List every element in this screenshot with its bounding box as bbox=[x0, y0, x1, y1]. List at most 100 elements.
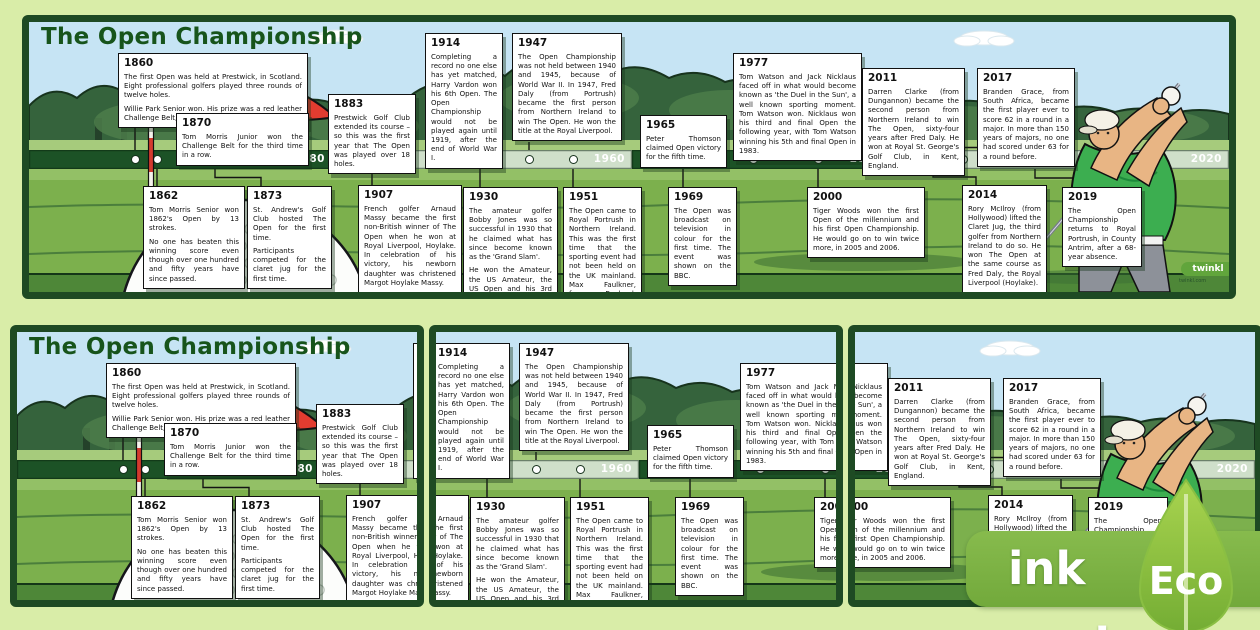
event-text: Tiger Woods won the first Open of the mi… bbox=[820, 516, 843, 562]
event-text: The Open came to Royal Portrush in North… bbox=[576, 516, 643, 607]
event-text: The first Open was held at Prestwick, in… bbox=[112, 382, 290, 410]
event-text: Tom Morris Junior won the Challenge Belt… bbox=[170, 442, 291, 470]
event-year: 2000 bbox=[853, 501, 869, 513]
event-year: 1969 bbox=[674, 191, 704, 203]
twinkl-logo: twinkl bbox=[1181, 262, 1229, 276]
eco-leaf-icon: Eco bbox=[1138, 478, 1234, 630]
event-year: 1930 bbox=[469, 191, 499, 203]
event-year: 2019 bbox=[1068, 191, 1098, 203]
event-text: St. Andrew's Golf Club hosted The Open f… bbox=[253, 205, 326, 242]
eco-label: Eco bbox=[1149, 559, 1224, 603]
event-text: The Open was broadcast on television in … bbox=[674, 206, 731, 280]
event-text: Peter Thomson claimed Open victory for t… bbox=[646, 134, 721, 162]
event-year: 1870 bbox=[170, 427, 200, 439]
timeline-poster: The Open Championship1880196020102020186… bbox=[29, 22, 1229, 292]
event-text: French golfer Arnaud Massy became the fi… bbox=[429, 514, 463, 597]
event-text: Tom Morris Senior won 1862's Open by 13 … bbox=[149, 205, 239, 233]
event-year: 1862 bbox=[137, 500, 167, 512]
event-text: The Open Championship returns to Royal P… bbox=[1068, 206, 1136, 262]
timeline-dot-1951 bbox=[568, 155, 578, 164]
timeline-dot-1951 bbox=[575, 465, 585, 474]
event-text: Participants competed for the claret jug… bbox=[241, 556, 314, 593]
event-text: Tom Watson and Jack Nicklaus faced off i… bbox=[746, 382, 843, 465]
poster-preview-page-1[interactable]: The Open Championship1880196020102020186… bbox=[10, 325, 424, 607]
poster-title: The Open Championship bbox=[29, 334, 351, 360]
event-text: The amateur golfer Bobby Jones was so su… bbox=[469, 206, 552, 262]
event-year: 1947 bbox=[518, 37, 548, 49]
timeline-dot-1860 bbox=[118, 465, 128, 474]
event-year: 1977 bbox=[746, 367, 776, 379]
event-text: Prestwick Golf Club extended its course … bbox=[334, 113, 410, 169]
event-text: Tiger Woods won the first Open of the mi… bbox=[848, 516, 945, 562]
event-year: 1947 bbox=[525, 347, 555, 359]
event-year: 1914 bbox=[438, 347, 468, 359]
event-year: 1951 bbox=[576, 501, 606, 513]
timeline-poster: The Open Championship1880196020102020186… bbox=[17, 332, 424, 600]
event-text: Peter Thomson claimed Open victory for t… bbox=[653, 444, 728, 472]
event-year: 1873 bbox=[241, 500, 271, 512]
event-year: 1883 bbox=[322, 408, 352, 420]
timeline-decade-label: 2020 bbox=[1190, 153, 1222, 165]
timeline-dot-2000 bbox=[848, 465, 849, 474]
timeline-dot-1947 bbox=[524, 155, 534, 164]
event-year: 2000 bbox=[820, 501, 842, 513]
event-year: 2000 bbox=[813, 191, 843, 203]
timeline-decade-label: 1960 bbox=[593, 153, 625, 165]
event-text: Branden Grace, from South Africa, became… bbox=[1009, 397, 1095, 471]
event-text: Tiger Woods won the first Open of the mi… bbox=[813, 206, 919, 252]
event-text: Tom Morris Junior won the Challenge Belt… bbox=[182, 132, 303, 160]
event-year: 1862 bbox=[149, 190, 179, 202]
event-text: The first Open was held at Prestwick, in… bbox=[124, 72, 302, 100]
twinkl-url: twinkl.com bbox=[1179, 278, 1207, 284]
ink-saving-label: ink saving bbox=[1008, 542, 1174, 630]
cloud-icon bbox=[979, 340, 1041, 357]
poster-preview-full[interactable]: The Open Championship1880196020102020186… bbox=[22, 15, 1236, 299]
event-year: 2011 bbox=[894, 382, 924, 394]
event-text: He won the Amateur, the US Amateur, the … bbox=[469, 266, 552, 299]
event-text: He won the Amateur, the US Amateur, the … bbox=[476, 576, 559, 603]
event-year: 2017 bbox=[1009, 382, 1039, 394]
event-year: 2019 bbox=[1094, 501, 1124, 513]
poster-preview-page-2[interactable]: The Open Championship1880196020102020186… bbox=[429, 325, 843, 607]
event-year: 2014 bbox=[994, 499, 1024, 511]
event-year: 1873 bbox=[253, 190, 283, 202]
event-year: 1907 bbox=[436, 499, 463, 513]
event-text: The Open Championship was not held betwe… bbox=[518, 52, 616, 135]
event-text: Tom Morris Senior won 1862's Open by 13 … bbox=[137, 515, 227, 543]
event-text: Branden Grace, from South Africa, became… bbox=[983, 87, 1069, 161]
event-text: French golfer Arnaud Massy became the fi… bbox=[352, 514, 424, 597]
cloud-icon bbox=[297, 339, 352, 355]
event-text: Completing a record no one else has yet … bbox=[431, 52, 497, 163]
event-text: Completing a record no one else has yet … bbox=[438, 362, 504, 473]
event-year: 1977 bbox=[739, 57, 769, 69]
timeline-poster: The Open Championship1880196020102020186… bbox=[429, 332, 843, 600]
event-text: The Open came to Royal Portrush in North… bbox=[569, 206, 636, 298]
event-year: 1907 bbox=[364, 189, 394, 201]
event-year: 1870 bbox=[182, 117, 212, 129]
